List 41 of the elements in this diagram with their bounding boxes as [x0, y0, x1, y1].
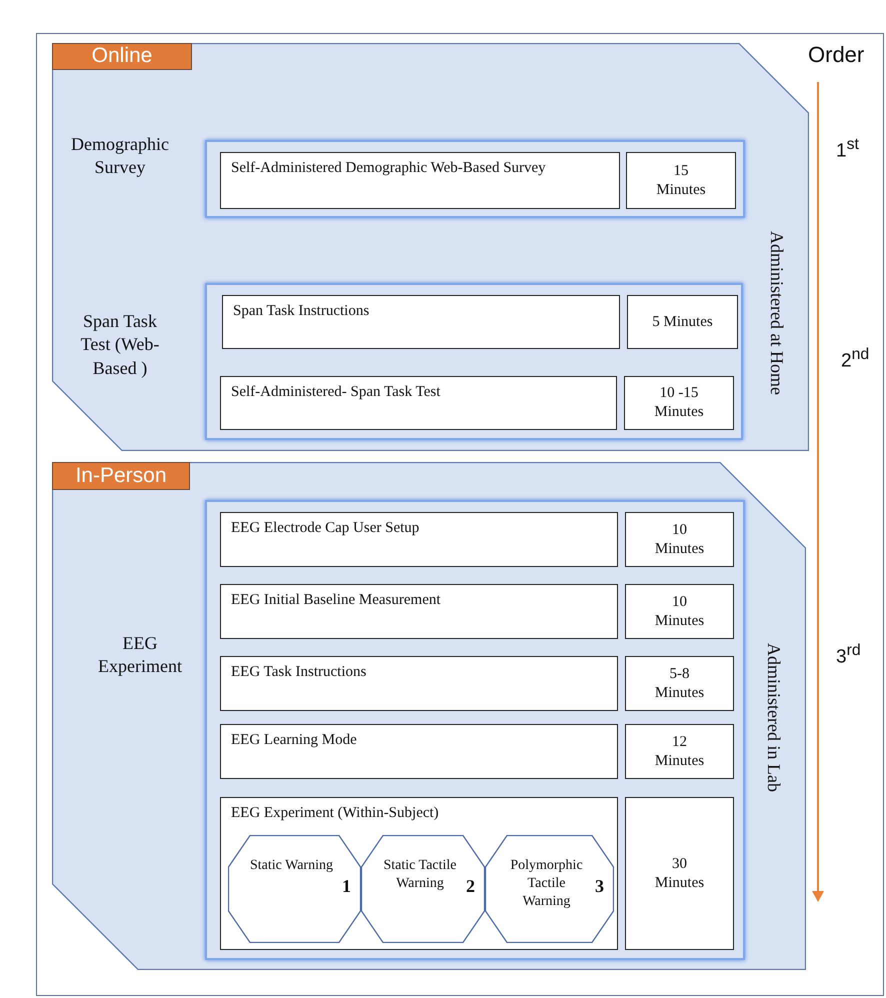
group-frame — [205, 283, 743, 440]
duration-box: 10 -15 Minutes — [624, 376, 734, 430]
task-box: EEG Experiment (Within-Subject) Static Warning 1 Static Tactile Warning 2 Polymorphic Tactile Warning 3 — [220, 797, 618, 950]
tab-label: In-Person — [52, 462, 190, 490]
duration-box: 10 Minutes — [625, 512, 734, 567]
step-number: 2 — [466, 875, 475, 898]
step-number: 3 — [595, 875, 604, 898]
tab-label: Online — [52, 43, 192, 70]
order-label: Order — [808, 42, 864, 68]
vertical-label: Administered in Lab — [763, 642, 784, 794]
octagon — [228, 835, 361, 943]
duration-box: 15 Minutes — [626, 152, 736, 209]
order-rank: 3$^{rd}$ — [836, 642, 861, 668]
octagon — [485, 835, 614, 943]
section-label: EEG Experiment — [97, 632, 183, 678]
condition-label: Polymorphic Tactile Warning — [509, 857, 584, 912]
order-rank: 1$^{st}$ — [836, 136, 859, 162]
panel — [52, 462, 806, 970]
group-frame — [205, 500, 745, 960]
task-box: Self-Administered- Span Task Test — [220, 376, 617, 430]
condition-label: Static Tactile Warning — [383, 857, 457, 894]
order-rank: 2$^{nd}$ — [841, 346, 870, 372]
duration-box: 5 Minutes — [627, 295, 738, 349]
section-label: Span Task Test (Web-Based ) — [80, 310, 160, 380]
duration-box: 10 Minutes — [625, 584, 734, 639]
octagon — [361, 835, 485, 943]
panel — [52, 43, 809, 451]
task-box: Span Task Instructions — [222, 295, 620, 349]
task-box: EEG Electrode Cap User Setup — [220, 512, 618, 567]
group-frame — [205, 140, 745, 218]
task-box: EEG Initial Baseline Measurement — [220, 584, 618, 639]
duration-box: 5-8 Minutes — [625, 656, 734, 711]
section-label: Demographic Survey — [70, 133, 170, 180]
duration-box: 30 Minutes — [625, 797, 734, 950]
task-box: Self-Administered Demographic Web-Based Survey — [220, 152, 620, 209]
task-box: EEG Task Instructions — [220, 656, 618, 711]
duration-box: 12 Minutes — [625, 724, 734, 779]
task-box: EEG Learning Mode — [220, 724, 618, 779]
condition-label: Static Warning — [250, 857, 333, 875]
vertical-label: Administered at Home — [766, 230, 787, 397]
step-number: 1 — [342, 875, 351, 898]
